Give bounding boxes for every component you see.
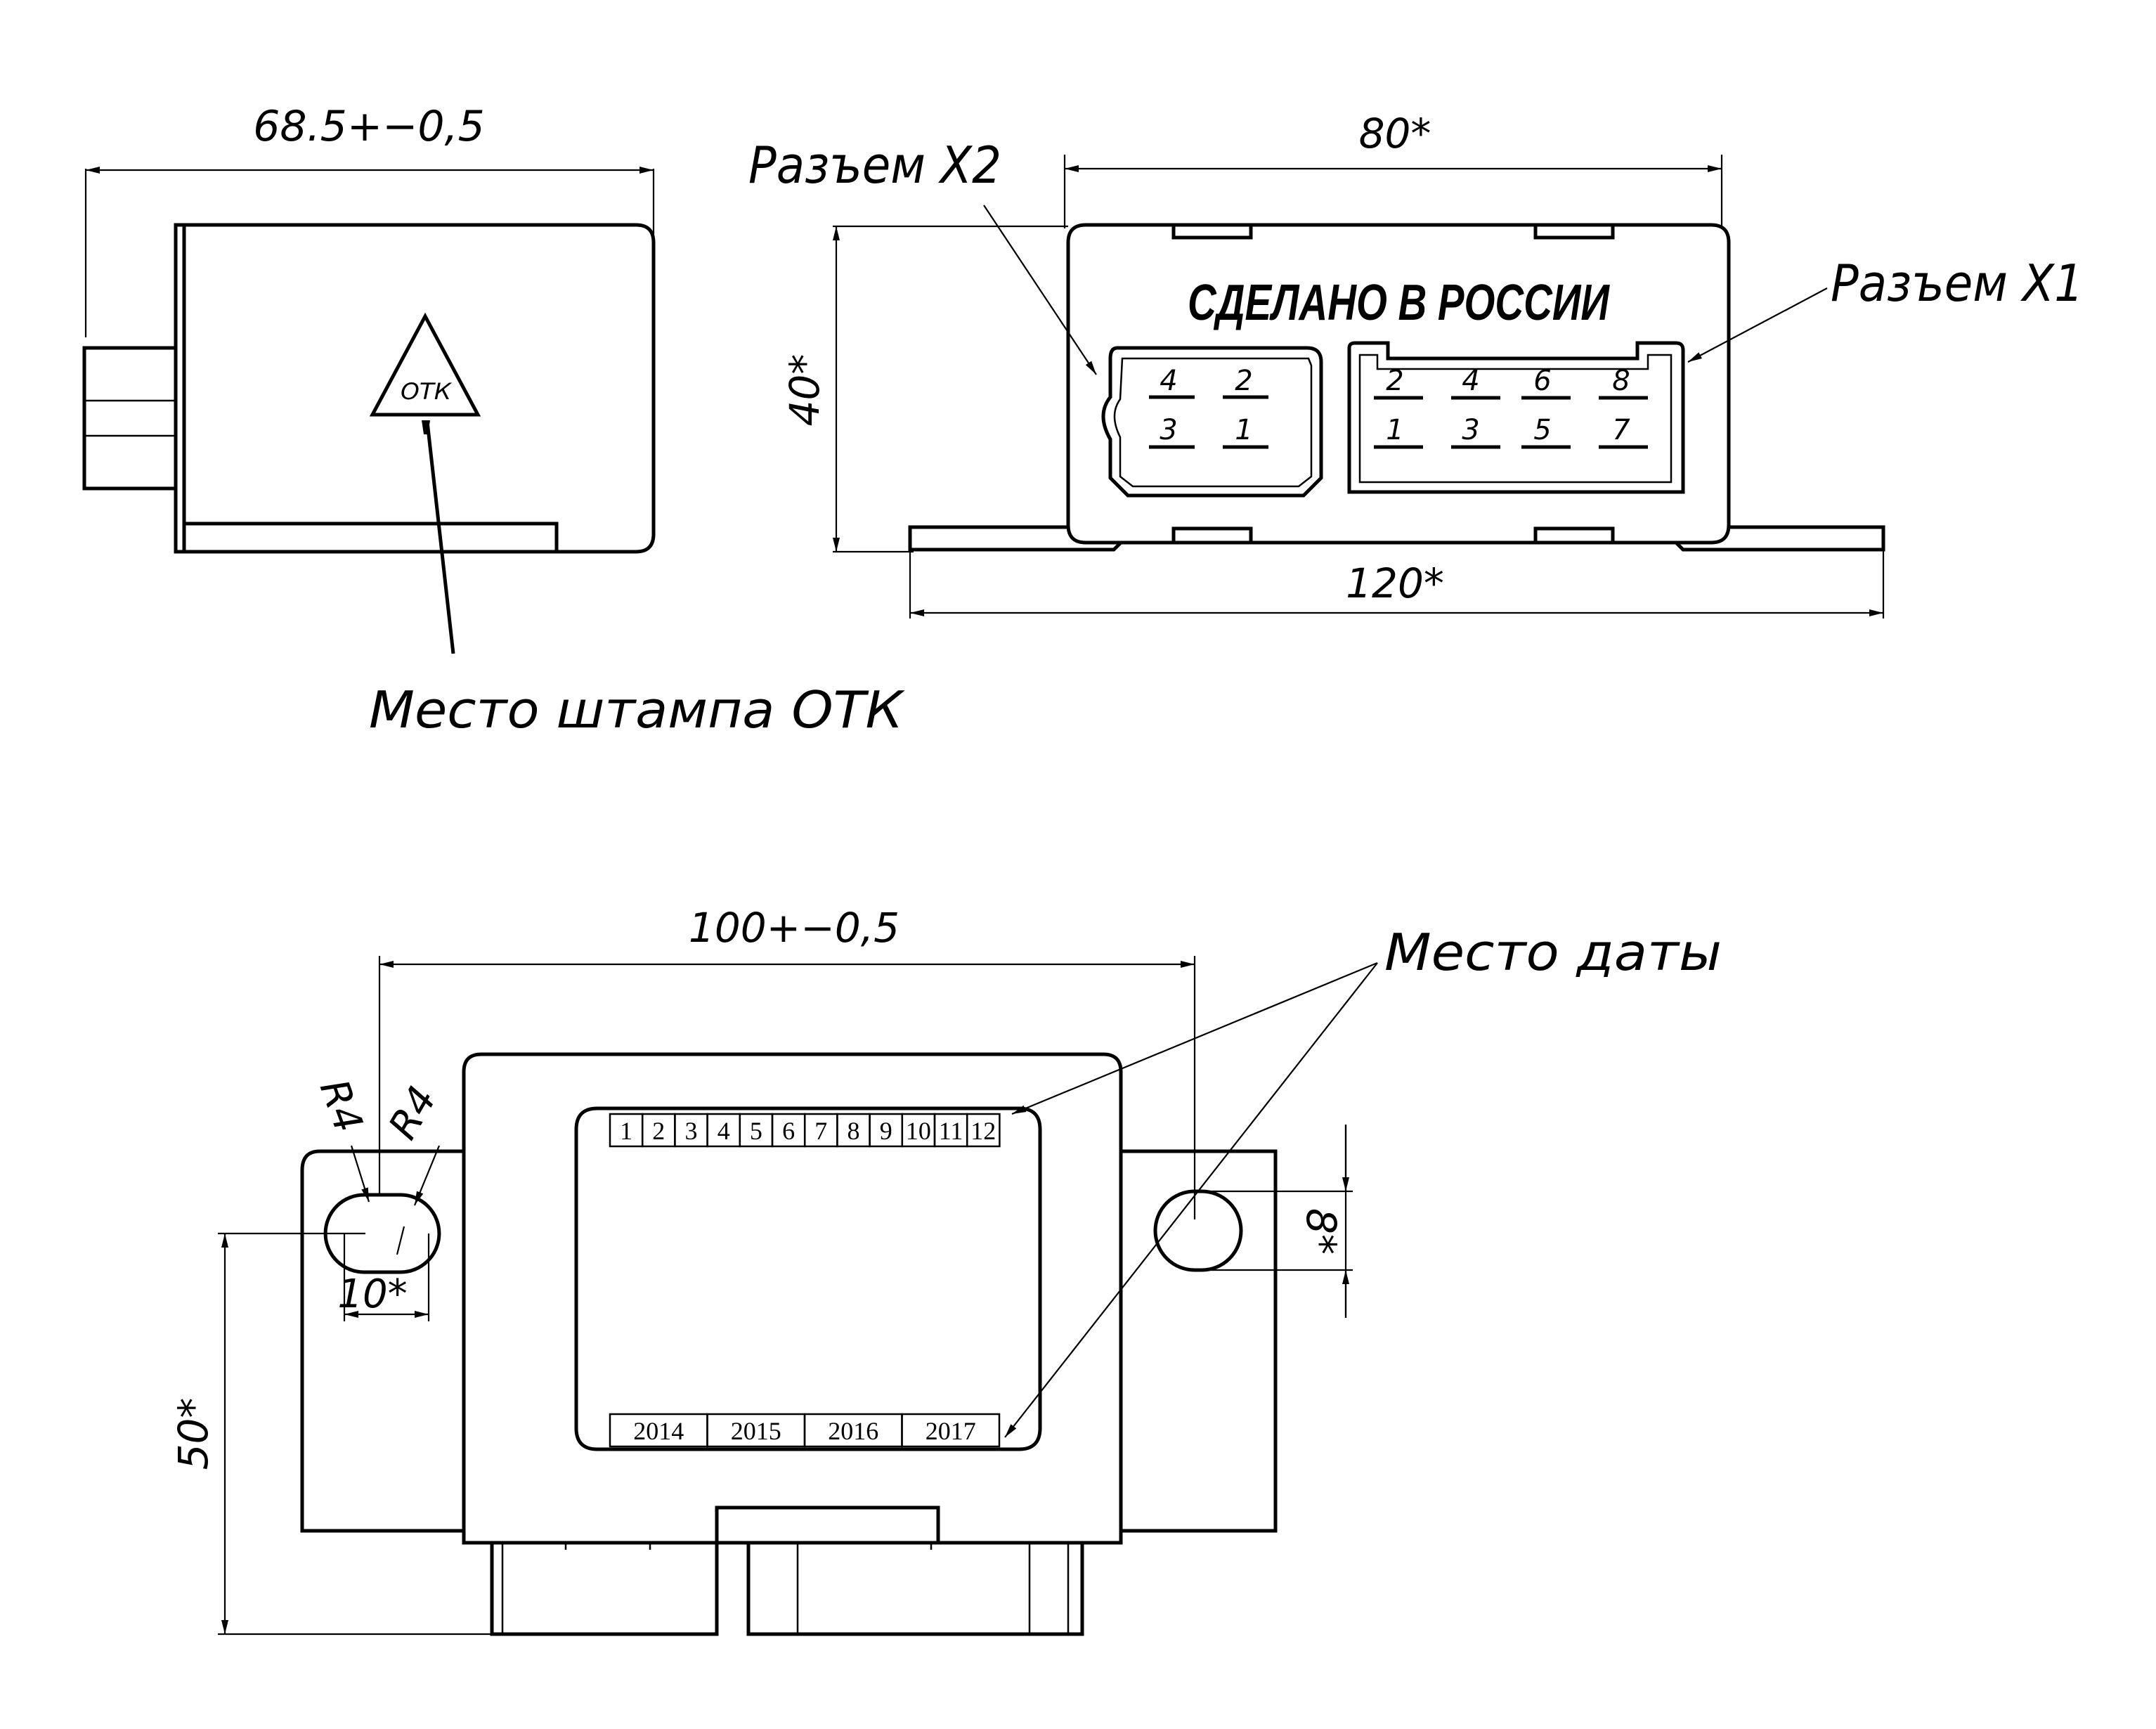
x1-pin: 1 [1386,414,1403,446]
otk-stamp-label: Место штампа ОТК [369,680,905,739]
x1-pin: 3 [1462,414,1479,446]
x1-pin: 5 [1533,414,1551,446]
month-cell [966,1113,1001,1148]
month-cell-label: 4 [717,1117,730,1145]
x1-pin: 7 [1612,414,1630,446]
month-cell-label: 11 [939,1117,963,1145]
month-cell-label: 5 [750,1117,762,1145]
base-width-dimension: 120* [1346,559,1444,607]
radius-right-label: R4 [380,1079,446,1147]
otk-stamp-mark: ОТК [401,378,452,405]
year-cell-label: 2017 [926,1417,976,1445]
month-cell-label: 10 [906,1117,931,1145]
x1-pin: 4 [1462,365,1479,397]
year-cell-label: 2014 [633,1417,684,1445]
x1-pin: 8 [1612,365,1630,397]
side-width-dimension: 68.5+−0,5 [253,102,485,151]
month-cell-label: 8 [848,1117,860,1145]
made-in-russia: СДЕЛАНО В РОССИИ [1188,275,1611,331]
date-place-label: Место даты [1384,923,1722,982]
x1-pins: 2 4 6 8 1 3 5 7 [1374,365,1648,449]
month-cell-label: 1 [620,1117,632,1145]
month-cell-label: 2 [652,1117,665,1145]
connector-x1-label: Разъем X1 [1831,254,2084,313]
month-cell-label: 6 [782,1117,795,1145]
year-cells: 2014 2015 2016 2017 [609,1413,1001,1448]
radius-left-label: R4 [311,1074,372,1139]
month-cell-label: 7 [814,1117,827,1145]
month-cell-label: 12 [970,1117,996,1145]
year-cell [901,1413,1001,1448]
x2-pin: 1 [1235,414,1252,446]
hole-width-dimension: 10* [337,1271,407,1317]
side-view: 68.5+−0,5 ОТК Место штампа ОТК [82,102,905,739]
x2-pin: 4 [1160,365,1177,397]
month-cell-label: 3 [685,1117,698,1145]
x2-pins: 4 2 3 1 [1149,365,1268,449]
mount-spacing-dimension: 100+−0,5 [689,904,900,952]
year-cell-label: 2015 [731,1417,781,1445]
year-cell-label: 2016 [828,1417,878,1445]
x1-pin: 2 [1386,365,1403,397]
month-cell-label: 9 [880,1117,892,1145]
x1-pin: 6 [1533,365,1551,397]
connector-x2-label: Разъем X2 [748,136,1001,195]
front-height-dimension: 40* [781,354,829,427]
x2-pin: 2 [1235,365,1252,397]
hole-height-dimension: 8* [1297,1208,1345,1255]
x2-pin: 3 [1160,414,1177,446]
height-dimension: 50* [169,1398,217,1470]
front-width-dimension: 80* [1359,110,1431,157]
front-view: 80* 40* СДЕЛАНО В РОССИИ 4 2 3 1 [748,110,2084,619]
